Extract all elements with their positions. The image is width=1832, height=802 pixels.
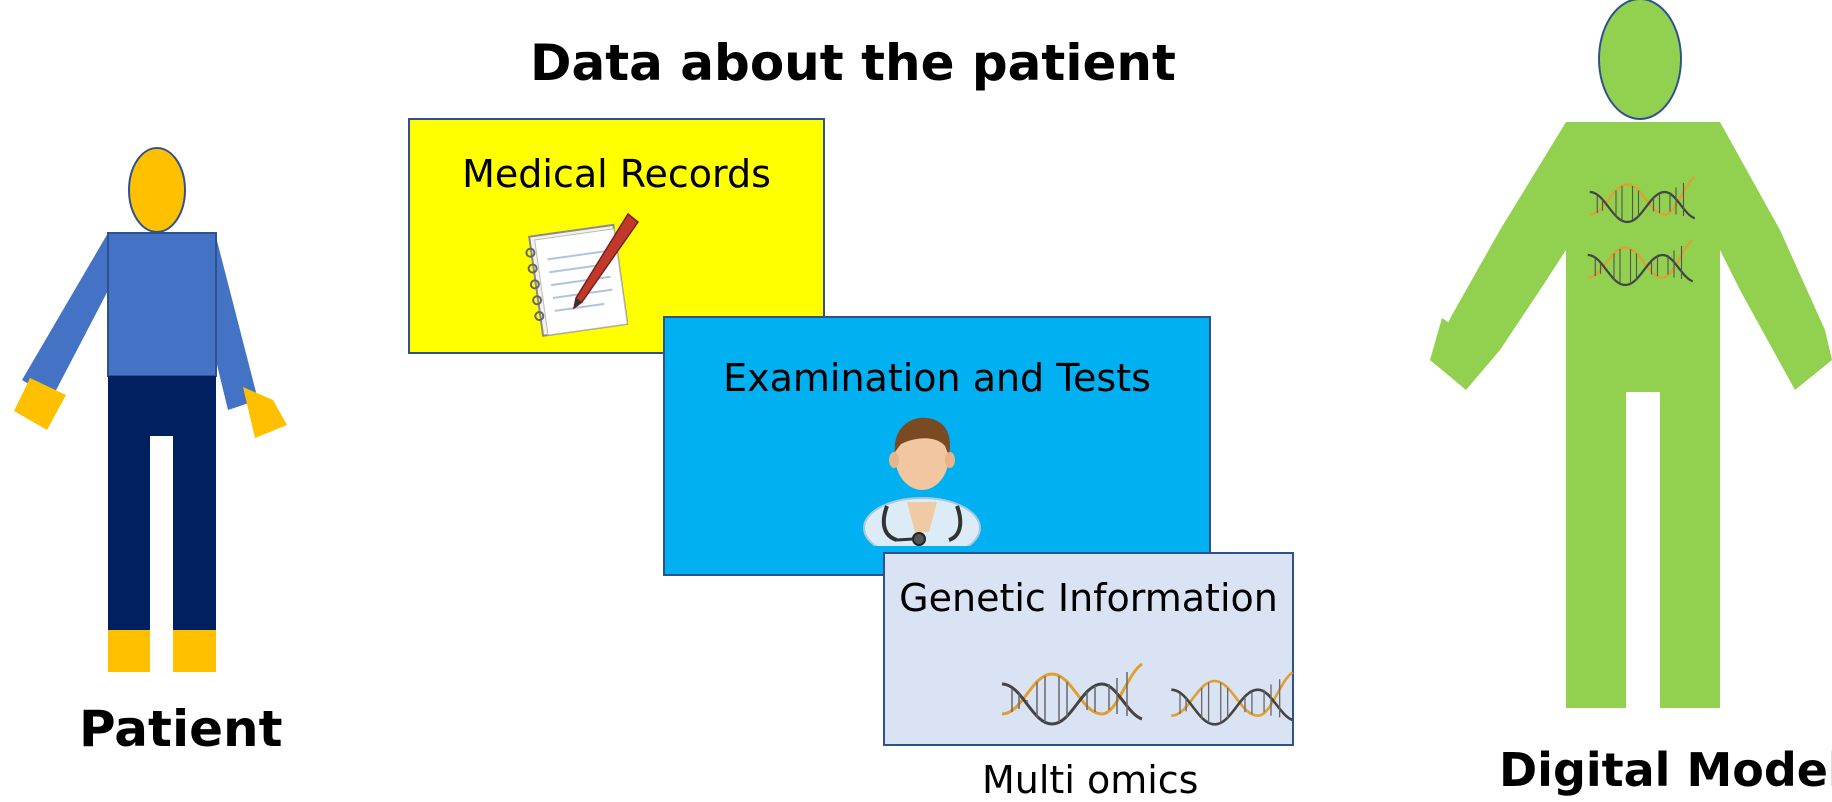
notepad-pencil-icon	[525, 212, 640, 337]
digital-model-left-hand	[1430, 318, 1482, 385]
patient-right-hand	[243, 387, 287, 438]
examination-card: Examination and Tests	[663, 316, 1211, 576]
genetic-card: Genetic Information	[883, 552, 1294, 746]
multi-omics-caption: Multi omics	[982, 758, 1199, 802]
examination-title: Examination and Tests	[723, 356, 1151, 400]
digital-model-body	[1430, 122, 1832, 708]
digital-model-head	[1598, 0, 1682, 120]
digital-model-dna-icon	[1587, 239, 1694, 287]
digital-model-dna-icon	[1589, 176, 1696, 224]
patient-right-foot	[173, 630, 216, 672]
diagram-title: Data about the patient	[530, 34, 1176, 92]
patient-left-foot	[108, 630, 150, 672]
medical-records-card: Medical Records	[408, 118, 825, 354]
dna-helix-icon	[1171, 671, 1294, 726]
doctor-icon	[863, 417, 981, 546]
digital-model-label: Digital Model	[1499, 743, 1832, 797]
dna-helix-icon	[1001, 662, 1143, 726]
patient-crotch	[108, 376, 216, 436]
patient-left-hand	[14, 378, 66, 430]
medical-records-title: Medical Records	[462, 152, 771, 196]
patient-torso	[107, 232, 217, 377]
patient-label: Patient	[79, 700, 283, 758]
genetic-title: Genetic Information	[899, 576, 1278, 620]
patient-head	[128, 147, 186, 233]
